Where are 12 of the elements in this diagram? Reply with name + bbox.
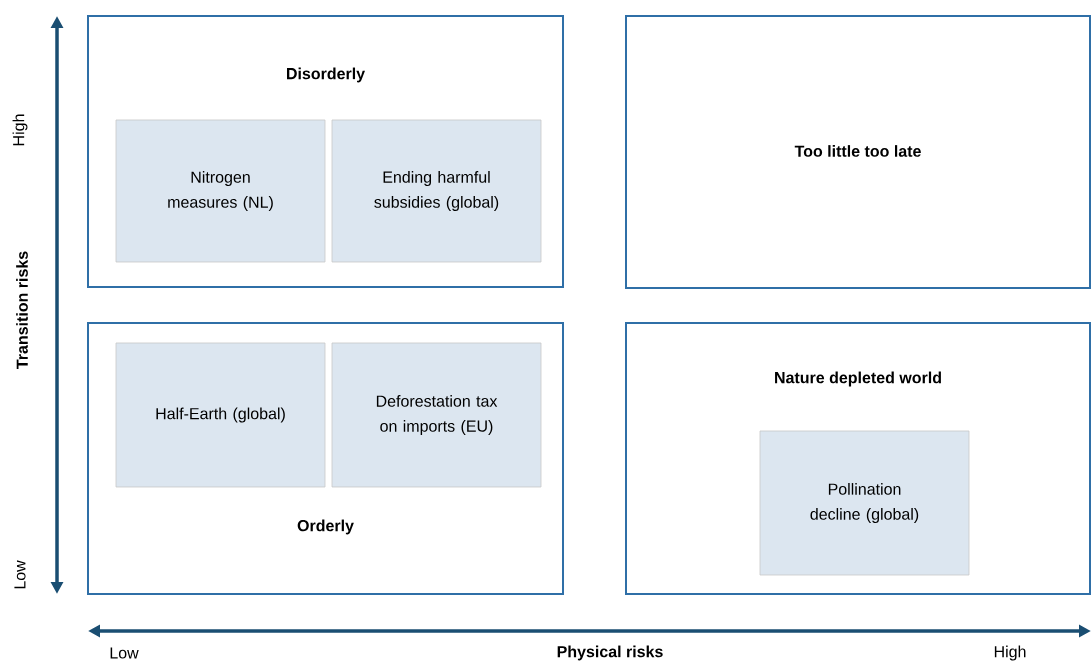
axis-label: Low	[110, 647, 139, 659]
scenario-box: Deforestation tax on imports (EU)	[331, 342, 542, 488]
axis-label: Low	[14, 560, 26, 589]
quadrant-box: Too little too late	[625, 15, 1091, 289]
axis-label: High	[12, 114, 28, 146]
scenario-box: Half-Earth (global)	[115, 342, 326, 488]
scenario-box: Nitrogen measures (NL)	[115, 119, 326, 263]
axis-label: Transition risks	[16, 251, 28, 369]
axis-label: High	[994, 645, 1026, 661]
scenario-box: Ending harmful subsidies (global)	[331, 119, 542, 263]
scenario-box: Pollination decline (global)	[759, 430, 970, 576]
axis-label: Physical risks	[557, 645, 663, 661]
